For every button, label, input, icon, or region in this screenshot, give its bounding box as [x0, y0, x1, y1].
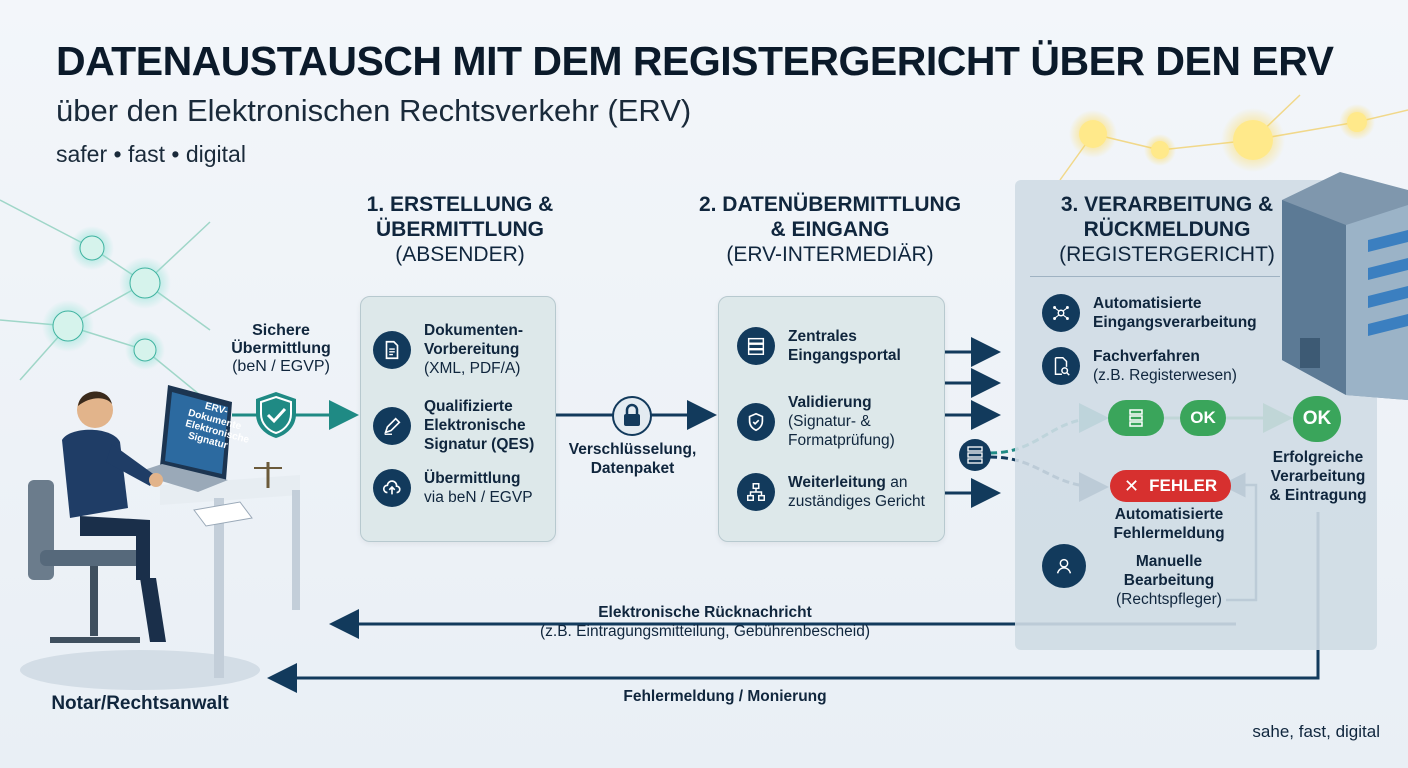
- secure-line-2: Übermittlung: [231, 340, 331, 357]
- page-subtitle: über den Elektronischen Rechtsverkehr (E…: [56, 93, 692, 128]
- step1-item1-text: (XML, PDF/A): [424, 360, 521, 377]
- error-badge: ✕ FEHLER: [1110, 470, 1232, 502]
- step2-item2-text: (Signatur- &: [788, 413, 871, 430]
- step3-item2-bold: Fachverfahren: [1093, 348, 1200, 365]
- error-label: Automatisierte Fehlermeldung: [1094, 505, 1244, 543]
- secure-line-3: (beN / EGVP): [232, 358, 330, 375]
- step3-item-fachverfahren: Fachverfahren (z.B. Registerwesen): [1042, 347, 1237, 385]
- reply-line-2: (z.B. Eintragungsmitteilung, Gebührenbes…: [540, 623, 870, 640]
- page-title: DATENAUSTAUSCH MIT DEM REGISTERGERICHT Ü…: [56, 38, 1334, 84]
- step3-item1-bold2: Eingangsverarbeitung: [1093, 314, 1257, 331]
- shield-check-icon: [256, 392, 296, 438]
- step1-item-document: Dokumenten- Vorbereitung (XML, PDF/A): [373, 321, 523, 378]
- step2-item2-text2: Formatprüfung): [788, 432, 895, 449]
- step2-subtitle: (ERV-INTERMEDIÄR): [726, 243, 934, 266]
- user-icon: [1042, 544, 1086, 588]
- error-badge-text: FEHLER: [1149, 476, 1218, 495]
- step1-title-line1: 1. ERSTELLUNG &: [366, 193, 554, 216]
- step2-item-forwarding: Weiterleitung an zuständiges Gericht: [737, 473, 925, 511]
- network-process-icon: [1042, 294, 1080, 332]
- ok-badge: OK: [1180, 400, 1226, 436]
- step1-item1-bold: Dokumenten-: [424, 322, 524, 339]
- step2-item3-bold: Weiterleitung: [788, 474, 886, 491]
- data-hub-icon: [959, 439, 991, 471]
- step1-item-transmission: Übermittlung via beN / EGVP: [373, 469, 533, 507]
- success-line-3: & Eintragung: [1269, 487, 1367, 504]
- footer-note: sahe, fast, digital: [1252, 722, 1380, 741]
- page-tagline: safer • fast • digital: [56, 141, 246, 167]
- close-icon: ✕: [1124, 475, 1140, 496]
- cloud-upload-icon: [373, 469, 411, 507]
- step2-title-line2: & EINGANG: [770, 218, 890, 241]
- step3-heading: 3. VERARBEITUNG & RÜCKMELDUNG (REGISTERG…: [1032, 192, 1302, 267]
- step1-title-line2: ÜBERMITTLUNG: [376, 218, 544, 241]
- step1-item2-bold2: Elektronische: [424, 417, 526, 434]
- sitemap-icon: [737, 473, 775, 511]
- success-line-1: Erfolgreiche: [1272, 449, 1364, 466]
- step1-subtitle: (ABSENDER): [395, 243, 525, 266]
- step1-heading: 1. ERSTELLUNG & ÜBERMITTLUNG (ABSENDER): [330, 192, 590, 267]
- encryption-line-1: Verschlüsselung,: [568, 441, 697, 458]
- step2-item1-bold: Zentrales: [788, 328, 857, 345]
- ok-final-badge: OK: [1293, 396, 1341, 442]
- step1-item3-bold: Übermittlung: [424, 470, 521, 487]
- step1-item2-text: Signatur (QES): [424, 436, 535, 453]
- success-line-2: Verarbeitung: [1270, 468, 1366, 485]
- step3-subtitle: (REGISTERGERICHT): [1059, 243, 1275, 266]
- document-search-icon: [1042, 347, 1080, 385]
- error-line-2: Fehlermeldung: [1113, 525, 1225, 542]
- step2-item2-bold: Validierung: [788, 394, 872, 411]
- error-flow-label: Fehlermeldung / Monierung: [623, 688, 827, 705]
- sender-label: Notar/Rechtsanwalt: [51, 693, 229, 714]
- manual-label: Manuelle Bearbeitung (Rechtspfleger): [1094, 552, 1244, 609]
- secure-line-1: Sichere: [252, 322, 310, 339]
- encryption-label: Verschlüsselung, Datenpaket: [560, 440, 705, 478]
- step2-title-line1: 2. DATENÜBERMITTLUNG: [698, 193, 962, 216]
- secure-transfer-label: Sichere Übermittlung (beN / EGVP): [216, 322, 346, 376]
- step2-item3-text2: zuständiges Gericht: [788, 493, 925, 510]
- document-icon: [373, 330, 411, 369]
- step3-item1-bold: Automatisierte: [1093, 295, 1202, 312]
- step1-item3-text: via beN / EGVP: [424, 489, 533, 506]
- manual-line-1: Manuelle: [1135, 553, 1203, 570]
- encryption-line-2: Datenpaket: [590, 460, 675, 477]
- step2-item1-bold2: Eingangsportal: [788, 347, 901, 364]
- error-line-1: Automatisierte: [1114, 506, 1224, 523]
- shield-check-icon: [737, 402, 775, 441]
- reply-label: Elektronische Rücknachricht (z.B. Eintra…: [490, 603, 920, 641]
- step1-item1-bold2: Vorbereitung: [424, 341, 520, 358]
- reply-line-1: Elektronische Rücknachricht: [598, 604, 812, 621]
- step2-item-validation: Validierung (Signatur- & Formatprüfung): [737, 393, 895, 450]
- process-node-icon: [1108, 400, 1164, 436]
- step2-item3-text: an: [890, 474, 908, 491]
- step3-title-line2: RÜCKMELDUNG: [1083, 218, 1251, 241]
- step1-item2-bold: Qualifizierte: [424, 398, 513, 415]
- step1-panel: Dokumenten- Vorbereitung (XML, PDF/A) Qual…: [360, 296, 556, 542]
- lawyer-at-desk-illustration: [20, 385, 300, 690]
- manual-line-3: (Rechtspfleger): [1116, 591, 1222, 608]
- success-label: Erfolgreiche Verarbeitung & Eintragung: [1262, 448, 1374, 505]
- server-icon: [737, 327, 775, 365]
- step2-heading: 2. DATENÜBERMITTLUNG & EINGANG (ERV-INTE…: [690, 192, 970, 267]
- step3-item2-text: (z.B. Registerwesen): [1093, 367, 1237, 384]
- step3-title-line1: 3. VERARBEITUNG &: [1060, 193, 1274, 216]
- step2-outgoing-arrows: [945, 337, 1001, 508]
- left-network-decoration: [0, 199, 211, 396]
- step3-divider: [1030, 276, 1280, 277]
- lock-icon: [612, 396, 652, 436]
- pen-icon: [373, 406, 411, 445]
- manual-line-2: Bearbeitung: [1123, 572, 1215, 589]
